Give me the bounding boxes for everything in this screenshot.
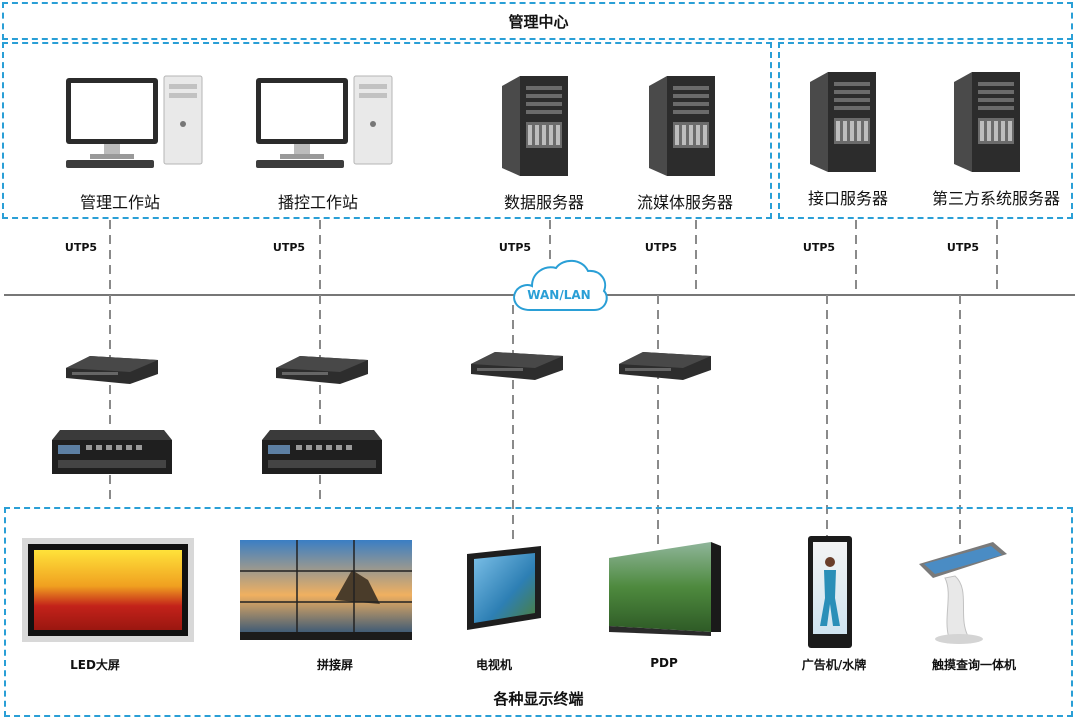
workstation-label: 播控工作站	[277, 193, 359, 212]
cable-label: UTP5	[802, 241, 836, 254]
tower-server-icon	[645, 72, 720, 186]
cable-label: UTP5	[64, 241, 98, 254]
interface-server-label: 接口服务器	[807, 189, 889, 208]
pdp-panel-icon	[607, 540, 725, 642]
desktop-pc-icon	[60, 72, 205, 174]
terminals-title: 各种显示终端	[493, 690, 584, 708]
cable-label: UTP5	[644, 241, 678, 254]
server-label: 流媒体服务器	[636, 193, 734, 212]
terminals-frame	[4, 507, 1073, 717]
terminal-label: 拼接屏	[316, 658, 354, 672]
interface-server-frame	[778, 42, 1073, 219]
cable-label: UTP5	[272, 241, 306, 254]
terminal-label: 电视机	[475, 658, 513, 672]
tower-server-icon	[806, 68, 881, 182]
terminal-label: 触摸查询一体机	[931, 658, 1017, 672]
video-processor-icon	[48, 426, 174, 484]
management-center-title: 管理中心	[508, 13, 569, 31]
tower-server-icon	[498, 72, 573, 186]
cable-label: UTP5	[946, 241, 980, 254]
touch-kiosk-icon	[915, 538, 1011, 650]
cloud-icon	[508, 255, 610, 321]
media-player-box-icon	[467, 348, 567, 388]
workstation-label: 管理工作站	[79, 193, 161, 212]
video-processor-icon	[258, 426, 384, 484]
media-player-box-icon	[272, 352, 372, 392]
terminal-label: PDP	[650, 656, 678, 670]
terminal-label: 广告机/水牌	[801, 658, 867, 672]
cable-label: UTP5	[498, 241, 532, 254]
media-player-box-icon	[62, 352, 162, 392]
terminal-label: LED大屏	[70, 658, 120, 672]
network-label: WAN/LAN	[527, 288, 591, 302]
server-label: 数据服务器	[503, 193, 585, 212]
media-player-box-icon	[615, 348, 715, 388]
tower-server-icon	[950, 68, 1025, 182]
video-wall-icon	[240, 540, 412, 644]
management-center-frame	[2, 2, 1073, 40]
interface-server-label: 第三方系统服务器	[931, 189, 1061, 208]
tv-icon	[465, 544, 545, 638]
led-screen-icon	[22, 538, 197, 650]
ad-kiosk-icon	[805, 534, 855, 656]
workstation-server-frame	[2, 42, 772, 219]
desktop-pc-icon	[250, 72, 395, 174]
